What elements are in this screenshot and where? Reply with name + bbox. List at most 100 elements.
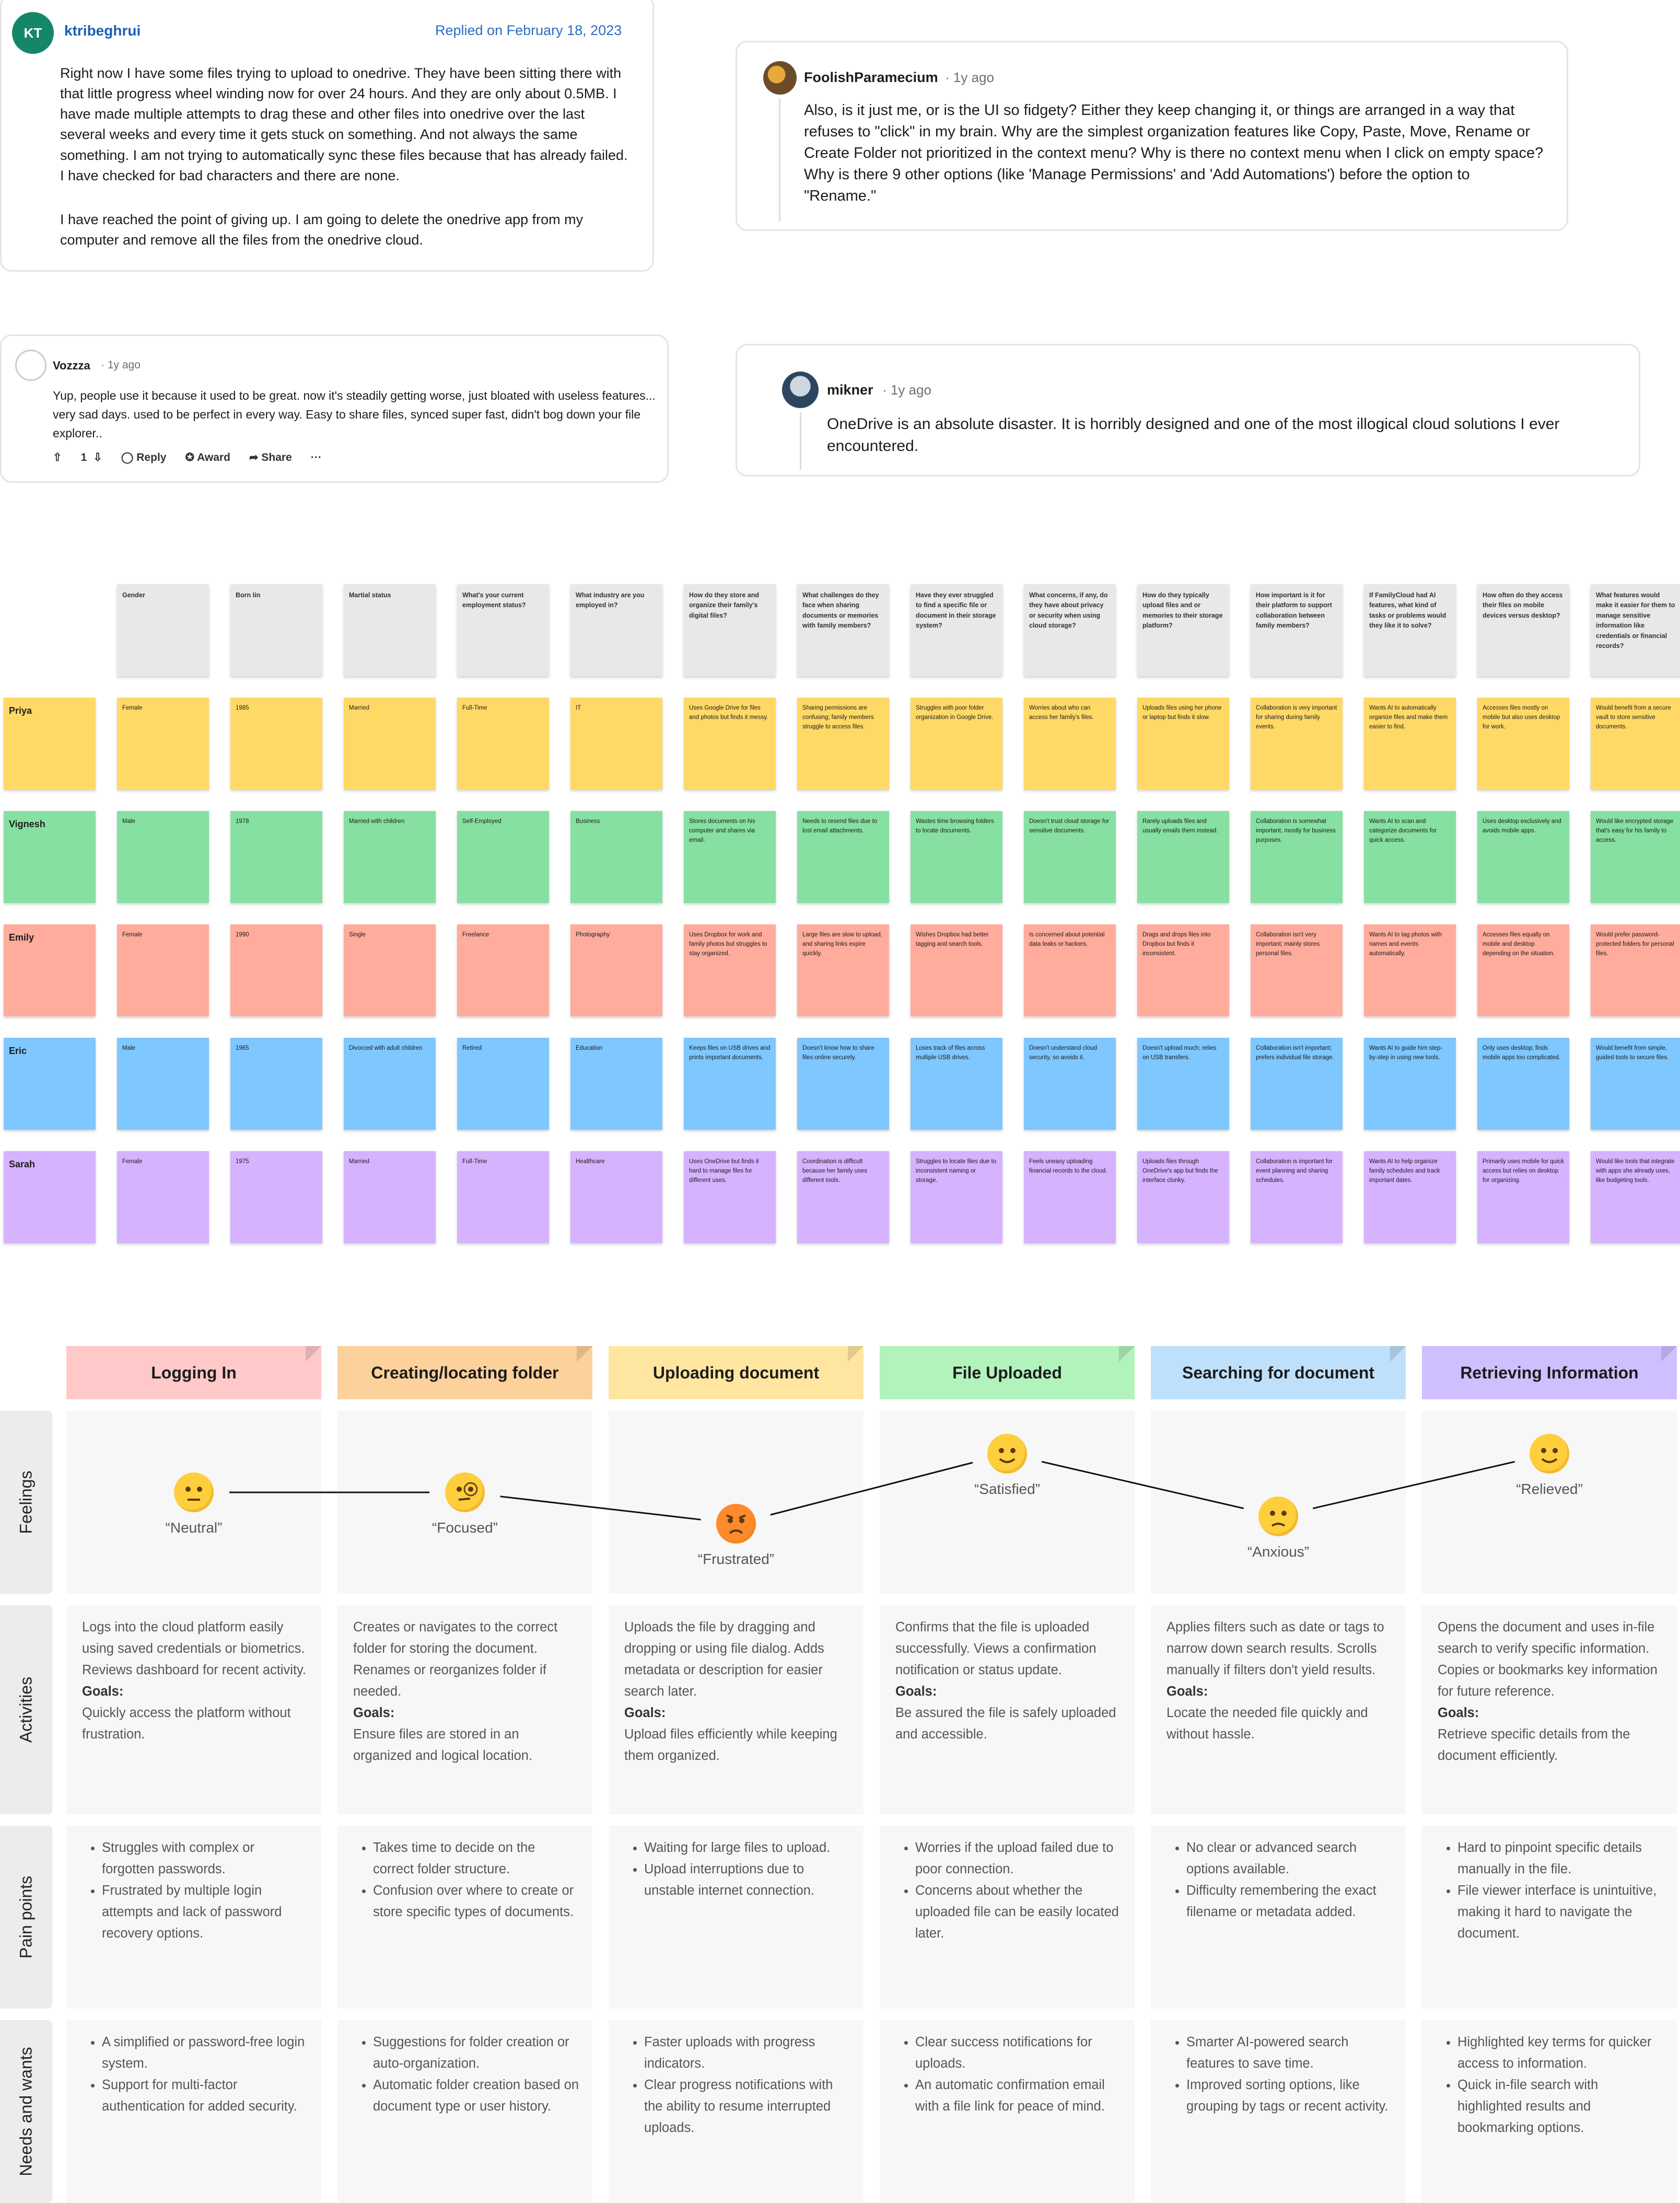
avatar[interactable]: KT [12,12,54,54]
username[interactable]: ktribeghrui [64,22,141,39]
header-fold [1119,1346,1135,1362]
stage-header: Uploading document [609,1346,864,1399]
share-label: Share [261,451,292,463]
journey-cell [337,2020,592,2203]
answer-note: Needs to resend files due to lost email … [797,811,889,903]
journey-cell [337,1605,592,1814]
list-item: No clear or advanced search options avai… [1186,1837,1393,1880]
vote-count: 1 [80,451,87,463]
comment-card-ktribeghrui: KT ktribeghrui Replied on February 18, 2… [0,0,654,272]
bullet-list: Clear success notifications for uploads.… [895,2032,1122,2117]
comment-time-value: 1y ago [107,359,141,371]
answer-note: Only uses desktop; finds mobile apps too… [1477,1038,1569,1130]
downvote-icon[interactable]: ⇩ [93,451,102,463]
question-note: Gender [117,584,209,676]
answer-note: Collaboration is important for event pla… [1251,1151,1343,1243]
answer-note: Uploads files through OneDrive's app but… [1137,1151,1229,1243]
avatar[interactable] [763,61,797,95]
upvote-icon[interactable]: ⇧ [53,451,62,463]
answer-note: Would like encrypted storage that's easy… [1591,811,1680,903]
answer-note: Wants AI to automatically organize files… [1364,698,1456,790]
answer-note: Wants AI to help organize family schedul… [1364,1151,1456,1243]
answer-note: Married [344,698,436,790]
comment-body: Right now I have some files trying to up… [60,65,628,183]
answer-note: Primarily uses mobile for quick access b… [1477,1151,1569,1243]
journey-cell [1151,1605,1406,1814]
answer-note: Uses Google Drive for files and photos b… [684,698,776,790]
comment-time-value: 1y ago [953,69,994,85]
answer-note: Single [344,924,436,1016]
answer-note: Keeps files on USB drives and prints imp… [684,1038,776,1130]
avatar[interactable] [782,372,819,408]
row-label-text: Activities [16,1676,36,1743]
list-item: Support for multi-factor authentication … [102,2074,308,2117]
comment-icon: ◯ [121,451,134,463]
goals-label: Goals: [1438,1706,1479,1720]
comment-body-2: I have reached the point of giving up. I… [60,212,584,248]
list-item: Improved sorting options, like grouping … [1186,2074,1393,2117]
answer-note: Uses desktop exclusively and avoids mobi… [1477,811,1569,903]
list-item: Takes time to decide on the correct fold… [373,1837,579,1880]
answer-note: Self-Employed [457,811,549,903]
answer-note: Female [117,924,209,1016]
needs-list: Smarter AI-powered search features to sa… [1166,2032,1393,2117]
row-label-needs-and-wants: Needs and wants [0,2020,52,2203]
share-icon: ➦ [249,451,259,463]
persona-name-note: Priya [4,698,96,790]
goals-label: Goals: [353,1706,395,1720]
bullet-list: Suggestions for folder creation or auto-… [353,2032,579,2117]
header-fold [848,1346,864,1362]
goals-label: Goals: [895,1684,937,1699]
answer-note: 1990 [230,924,322,1016]
question-note: How do they store and organize their fam… [684,584,776,676]
answer-note: Married with children [344,811,436,903]
pain-points-list: No clear or advanced search options avai… [1166,1837,1393,1923]
answer-note: Would benefit from a secure vault to sto… [1591,698,1680,790]
list-item: Hard to pinpoint specific details manual… [1457,1837,1664,1880]
emoji-face [457,1482,478,1501]
list-item: Suggestions for folder creation or auto-… [373,2032,579,2074]
question-note: What concerns, if any, do they have abou… [1024,584,1116,676]
activity-text: Opens the document and uses in-file sear… [1438,1617,1664,1767]
username[interactable]: Vozzza [53,359,90,372]
needs-list: A simplified or password-free login syst… [82,2032,308,2117]
avatar[interactable] [15,350,46,381]
more-options-button[interactable]: ··· [310,451,322,463]
username[interactable]: mikner [827,382,873,398]
answer-note: Sharing permissions are confusing; famil… [797,698,889,790]
answer-note: Female [117,698,209,790]
journey-cell [1151,2020,1406,2203]
emoji-face [1270,1511,1287,1527]
answer-note: Would prefer password-protected folders … [1591,924,1680,1016]
persona-name-note: Vignesh [4,811,96,903]
worried-face-icon [1258,1497,1298,1536]
answer-note: Divorced with adult children [344,1038,436,1130]
list-item: Confusion over where to create or store … [373,1880,579,1923]
journey-cell [609,2020,864,2203]
username[interactable]: FoolishParamecium [804,69,938,85]
thread-line [779,99,780,222]
answer-note: Collaboration is very important for shar… [1251,698,1343,790]
pain-points-list: Takes time to decide on the correct fold… [353,1837,579,1923]
journey-cell [66,1605,321,1814]
reply-button[interactable]: ◯ Reply [121,451,167,464]
answer-note: Full-Time [457,1151,549,1243]
question-note: What challenges do they face when sharin… [797,584,889,676]
answer-note: Wants AI to scan and categorize document… [1364,811,1456,903]
bullet-list: Waiting for large files to upload.Upload… [624,1837,850,1901]
comment-card-foolishparamecium: FoolishParamecium · 1y ago Also, is it j… [736,41,1568,231]
list-item: Clear progress notifications with the ab… [644,2074,850,2139]
comment-card-mikner: mikner · 1y ago OneDrive is an absolute … [736,344,1640,477]
list-item: An automatic confirmation email with a f… [915,2074,1122,2117]
reply-label: Reply [136,451,167,463]
award-button[interactable]: ✪ Award [185,451,230,464]
answer-note: Married [344,1151,436,1243]
answer-note: Doesn't trust cloud storage for sensitiv… [1024,811,1116,903]
answer-note: Healthcare [570,1151,662,1243]
journey-cell [1422,1826,1677,2009]
header-fold [306,1346,321,1362]
bullet-list: Faster uploads with progress indicators.… [624,2032,850,2139]
share-button[interactable]: ➦ Share [249,451,292,464]
needs-list: Suggestions for folder creation or auto-… [353,2032,579,2117]
activity-description: Uploads the file by dragging and droppin… [624,1620,824,1699]
